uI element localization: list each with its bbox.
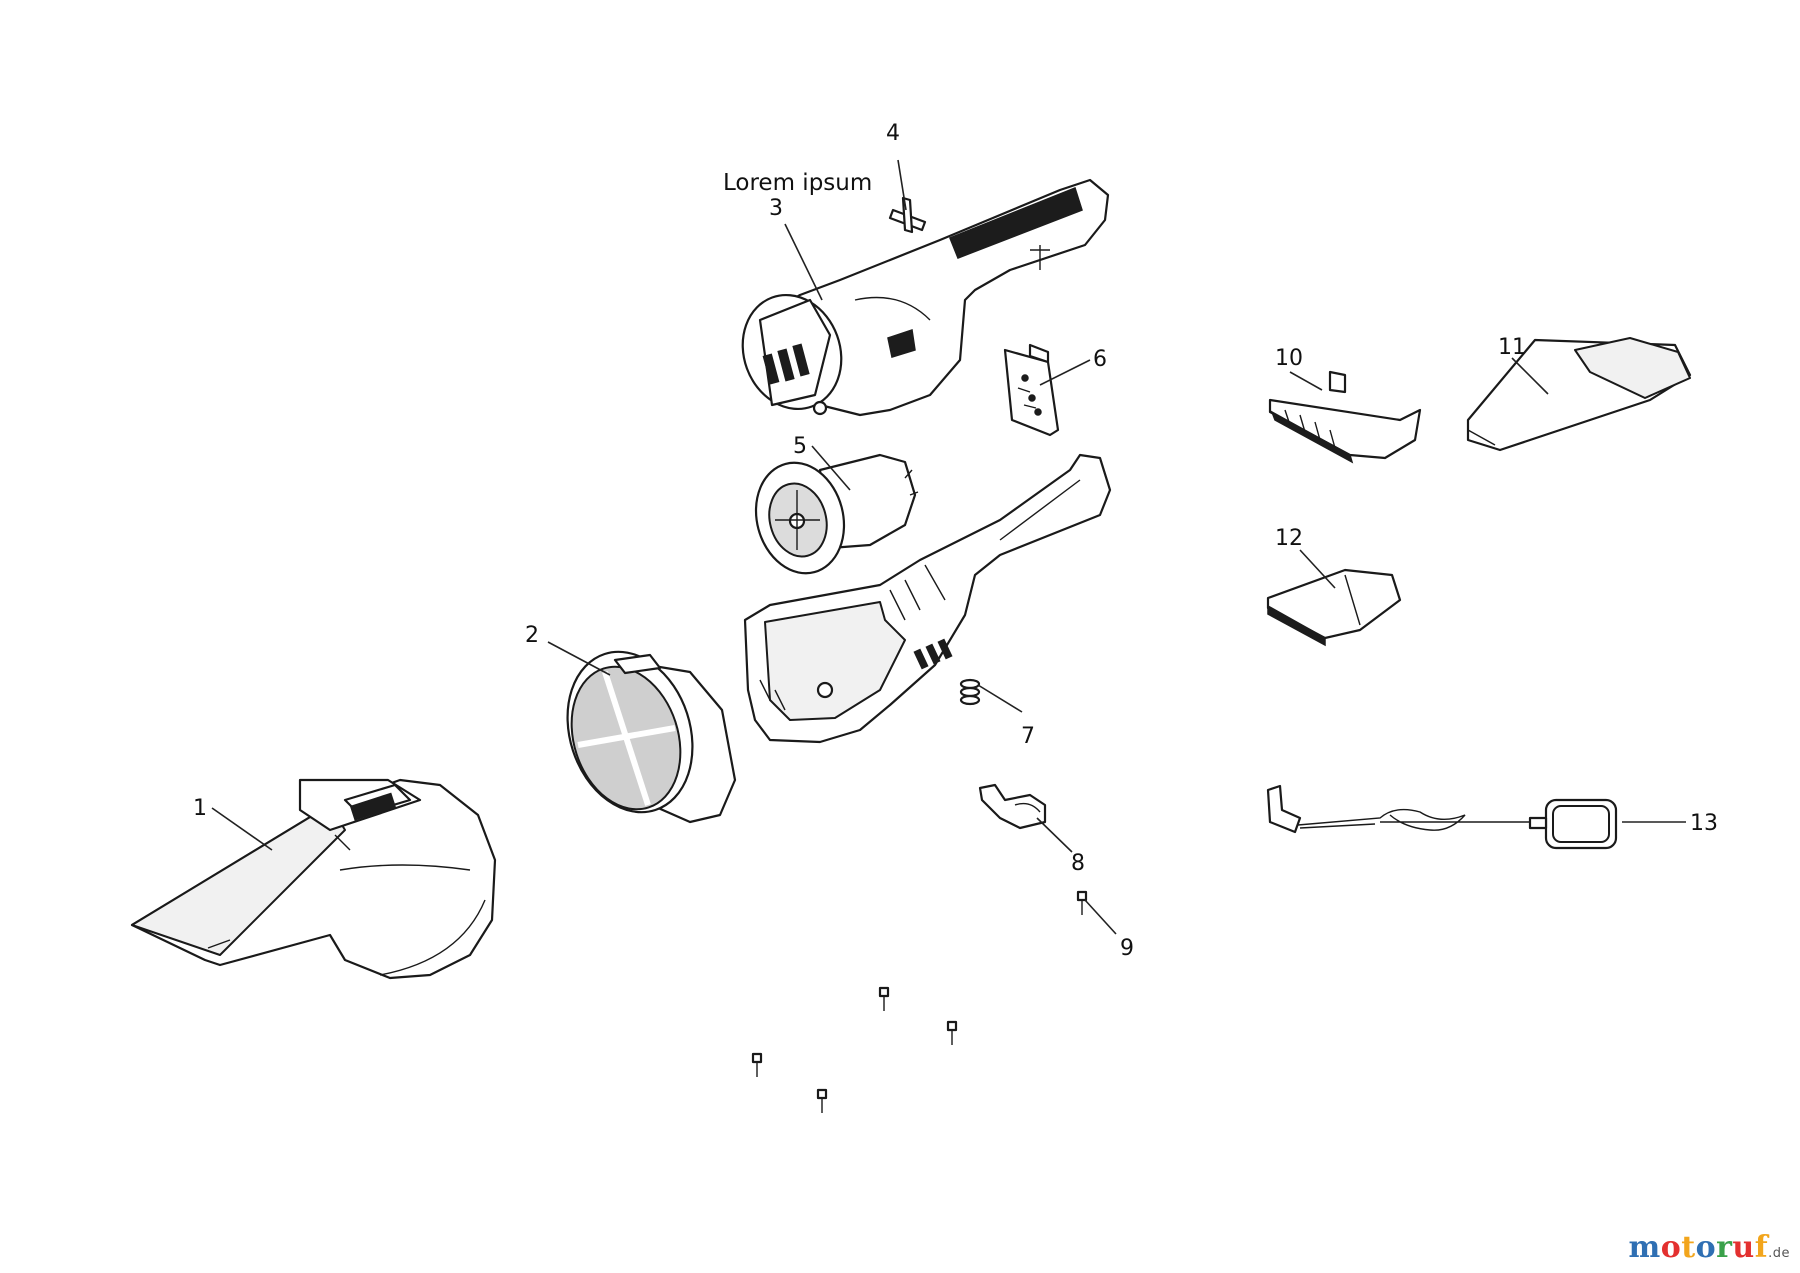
callout-5: 5: [793, 434, 807, 459]
watermark-letter: r: [1716, 1230, 1733, 1265]
part-8-latch-button: [978, 783, 1047, 830]
part-4-clip: [888, 196, 927, 234]
callout-labels: 1 2 3 4 5 6 7 8 9 10 11 12 13: [193, 121, 1718, 961]
watermark-letter: t: [1681, 1230, 1696, 1265]
callout-6: 6: [1093, 347, 1107, 372]
callout-12: 12: [1275, 526, 1303, 551]
part-2-filter: [566, 650, 737, 824]
part-1-nozzle-bowl: [130, 778, 497, 980]
watermark-letter: f: [1754, 1230, 1769, 1265]
leader-lines: [211, 159, 1686, 935]
callout-8: 8: [1071, 851, 1085, 876]
callout-2: 2: [525, 623, 539, 648]
part-5-motor: [754, 453, 919, 575]
callout-9: 9: [1120, 936, 1134, 961]
loose-screws: [751, 986, 958, 1113]
part-6-circuit-board: [1003, 343, 1060, 437]
watermark-suffix: .de: [1768, 1246, 1790, 1261]
watermark-letter: m: [1628, 1230, 1661, 1265]
callout-13: 13: [1690, 811, 1718, 836]
lower-housing: [743, 453, 1112, 744]
watermark-logo: motoruf.de: [1628, 1230, 1790, 1265]
part-7-spring: [959, 678, 981, 706]
watermark-letter: u: [1732, 1230, 1755, 1265]
part-13-charger: [1266, 784, 1618, 850]
callout-1: 1: [193, 796, 207, 821]
watermark-letters: motoruf: [1628, 1230, 1768, 1265]
callout-7: 7: [1021, 724, 1035, 749]
watermark-letter: o: [1660, 1230, 1682, 1265]
diagram-caption: Lorem ipsum: [723, 170, 872, 196]
callout-11: 11: [1498, 335, 1526, 360]
part-3-upper-housing: [741, 178, 1110, 417]
part-11-crevice-tool: [1466, 337, 1692, 452]
watermark-letter: o: [1695, 1230, 1717, 1265]
callout-10: 10: [1275, 346, 1303, 371]
callout-4: 4: [886, 121, 900, 146]
callout-3: 3: [769, 196, 783, 221]
part-10-brush-tool: [1268, 370, 1422, 464]
part-9-screw: [1076, 890, 1088, 915]
part-12-upholstery-tool: [1266, 568, 1402, 647]
